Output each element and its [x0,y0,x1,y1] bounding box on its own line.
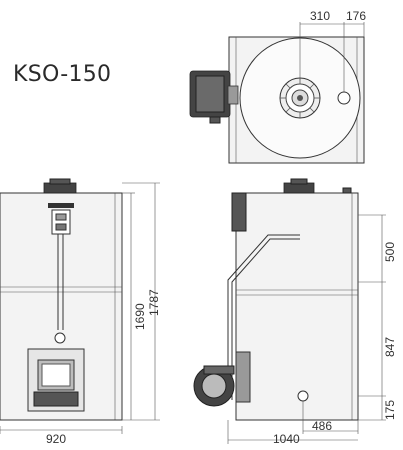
side-view-housing [235,192,359,421]
side-view: 500 847 175 486 1040 [193,178,397,446]
top-view-port [337,91,351,105]
dim-310: 310 [310,9,330,23]
dim-486: 486 [312,419,332,433]
dim-920: 920 [46,432,66,446]
dim-500: 500 [383,242,397,262]
dim-1690: 1690 [133,303,147,330]
front-view: 1690 1787 920 [0,178,161,446]
dim-176: 176 [346,9,366,23]
dim-847: 847 [383,337,397,357]
dim-1040: 1040 [273,432,300,446]
side-port [297,390,309,402]
dim-175: 175 [383,400,397,420]
model-title: KSO-150 [13,62,112,87]
dim-1787: 1787 [147,289,161,316]
top-view: 310 176 [189,9,366,164]
